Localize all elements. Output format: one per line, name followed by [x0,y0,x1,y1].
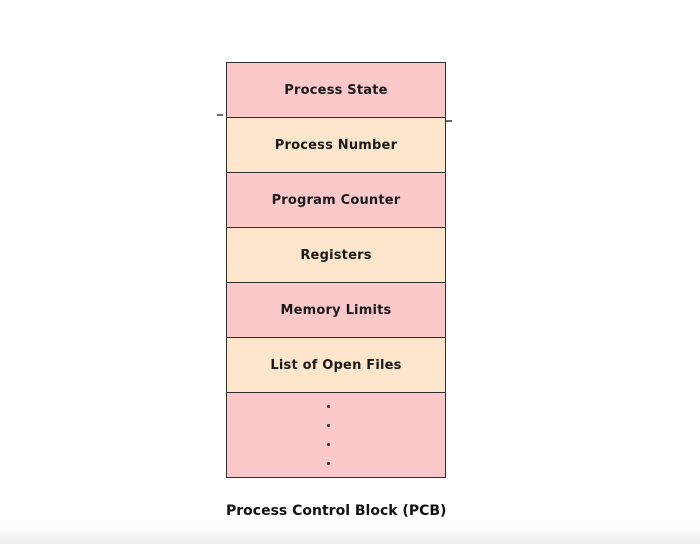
tick-mark-left [217,114,223,116]
bottom-gradient [0,526,700,544]
pcb-row-list-of-open-files: List of Open Files [227,338,445,393]
pcb-row-process-number: Process Number [227,118,445,173]
pcb-row-label: List of Open Files [270,357,402,373]
pcb-row-process-state: Process State [227,63,445,118]
pcb-row-label: Program Counter [271,192,401,208]
ellipsis-dot [326,462,330,465]
pcb-row-label: Process State [284,82,388,98]
pcb-row-registers: Registers [227,228,445,283]
pcb-row-memory-limits: Memory Limits [227,283,445,338]
ellipsis-dot [326,424,330,427]
diagram-caption: Process Control Block (PCB) [226,503,447,519]
tick-mark-right [446,120,452,122]
pcb-row-label: Process Number [274,137,398,153]
ellipsis-dot [326,405,330,408]
pcb-row-program-counter: Program Counter [227,173,445,228]
pcb-row-label: Registers [300,247,372,263]
pcb-row-label: Memory Limits [280,302,392,318]
ellipsis-dot [326,443,330,446]
pcb-stack: Process State Process Number Program Cou… [226,62,446,478]
pcb-ellipsis-block [227,393,445,477]
